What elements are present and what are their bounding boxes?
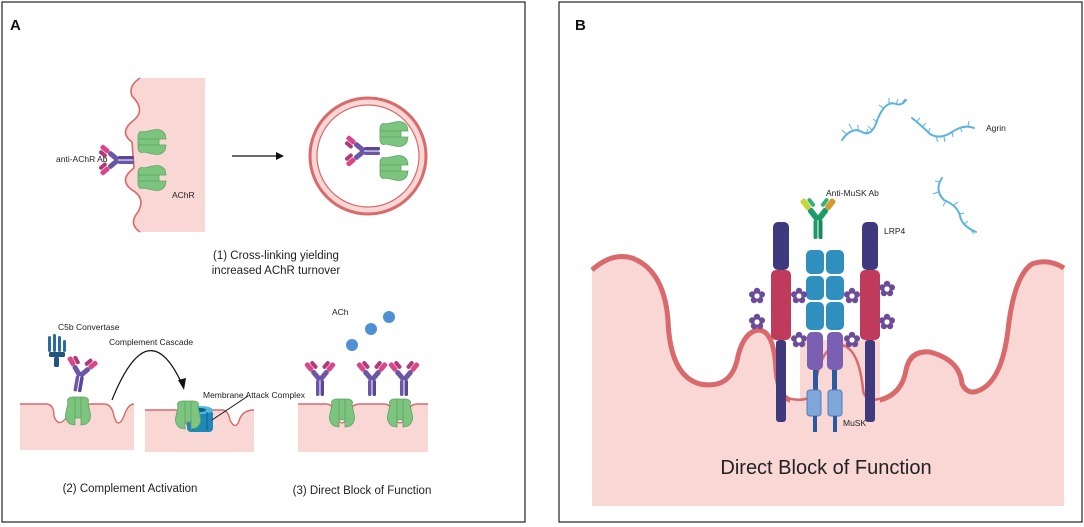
achr-label: AChR — [172, 190, 195, 200]
complement-cascade-label: Complement Cascade — [109, 337, 193, 347]
c5b-convertase-label: C5b Convertase — [58, 322, 120, 332]
musk-label: MuSK — [843, 418, 866, 428]
lrp4-label: LRP4 — [884, 226, 906, 236]
lrp4-receptor-left — [771, 222, 791, 422]
panel-a-label: A — [10, 17, 21, 34]
caption-complement-activation: (2) Complement Activation — [63, 483, 198, 495]
musk-receptor-dimer — [806, 250, 844, 432]
ach-molecule-icon — [383, 311, 395, 323]
ach-label: ACh — [332, 307, 349, 317]
c5b-convertase-icon — [48, 334, 66, 367]
ach-molecule-icon — [365, 323, 377, 335]
postsynaptic-membrane-strip — [124, 77, 205, 233]
agrin-label: Agrin — [986, 123, 1006, 133]
panel-b-title: Direct Block of Function — [720, 457, 931, 479]
ach-molecules — [346, 311, 395, 351]
endocytic-vesicle — [308, 96, 428, 216]
internalization-arrow — [232, 152, 284, 160]
lrp4-receptor-right — [860, 222, 880, 422]
complement-cascade-arrow — [111, 350, 186, 401]
mac-pointer-line — [211, 395, 249, 421]
ach-molecule-icon — [346, 339, 358, 351]
anti-musk-ab-label: Anti-MuSK Ab — [826, 188, 879, 198]
anti-achr-ab-label: anti-AChR Ab — [56, 154, 108, 164]
agrin-molecules-icon — [841, 99, 977, 233]
caption-crosslinking-line1: (1) Cross-linking yielding — [213, 250, 339, 262]
agrin-bristles — [841, 98, 975, 235]
caption-direct-block: (3) Direct Block of Function — [293, 485, 432, 497]
caption-crosslinking-line2: increased AChR turnover — [212, 265, 341, 277]
membrane-attack-complex-label: Membrane Attack Complex — [203, 390, 306, 400]
panel-b-label: B — [575, 17, 586, 34]
